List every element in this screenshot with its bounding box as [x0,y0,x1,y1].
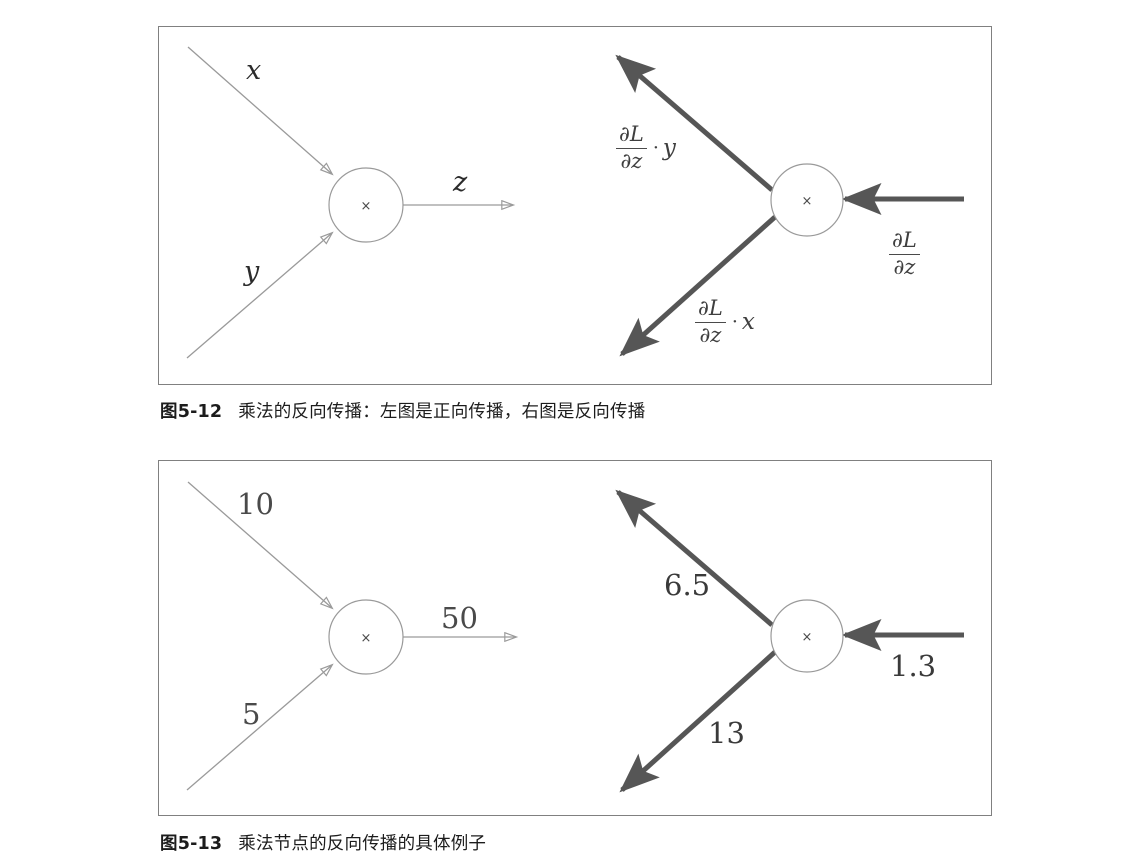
figure-5-13-caption-number: 图5-13 [160,834,223,854]
label-input-y: y [244,256,260,287]
label-tail-y: y [662,134,676,161]
label-input-5: 5 [242,697,261,731]
multiply-node-circle [770,599,844,673]
fraction-dL-dz: ∂L ∂z [616,122,647,173]
arrow-input-10 [187,481,334,610]
multiplication-dot: · [652,136,659,159]
label-backward-1-3: 1.3 [890,649,937,683]
arrow-backward-13 [619,650,777,793]
fig-5-13-right-panel: × [615,489,964,793]
figure-5-12-caption: 图5-12 乘法的反向传播：左图是正向传播，右图是反向传播 [160,398,645,423]
fig-5-13-left-panel: × [186,481,519,791]
arrow-backward-lower [619,215,777,357]
arrow-input-5 [186,663,334,791]
multiply-node-symbol: × [361,631,372,646]
figure-5-13-graphic: × × [186,481,964,793]
label-output-z: z [453,167,468,198]
figure-5-13-caption: 图5-13 乘法节点的反向传播的具体例子 [160,830,486,855]
label-input-x: x [246,55,262,86]
arrow-backward-upper [615,54,774,192]
label-backward-upper: ∂L ∂z ·y [616,122,676,173]
multiply-node-symbol: × [361,199,372,214]
arrow-backward-6-5 [615,489,774,627]
multiply-node-circle [770,163,844,237]
figure-5-13-caption-text: 乘法节点的反向传播的具体例子 [238,834,487,854]
figure-5-12-graphic: × × [186,46,964,359]
multiply-node-circle [328,167,404,243]
fig-5-12-left-panel: × [186,46,516,359]
multiply-node-symbol: × [802,630,813,645]
figure-5-12-caption-number: 图5-12 [160,402,223,422]
fig-5-12-right-panel: × [615,54,964,357]
figure-5-12-caption-text: 乘法的反向传播：左图是正向传播，右图是反向传播 [238,402,646,422]
label-backward-lower: ∂L ∂z ·x [695,296,755,347]
label-tail-x: x [741,308,755,335]
label-output-50: 50 [441,601,478,635]
label-backward-input: ∂L ∂z [889,228,920,279]
label-input-10: 10 [237,487,274,521]
fraction-dL-dz: ∂L ∂z [889,228,920,279]
label-backward-6-5: 6.5 [664,568,711,602]
label-backward-13: 13 [708,716,745,750]
arrow-input-y [186,231,334,359]
multiply-node-circle [328,599,404,675]
multiply-node-symbol: × [802,194,813,209]
arrow-input-x [187,46,334,176]
multiplication-dot: · [731,310,738,333]
fraction-dL-dz: ∂L ∂z [695,296,726,347]
